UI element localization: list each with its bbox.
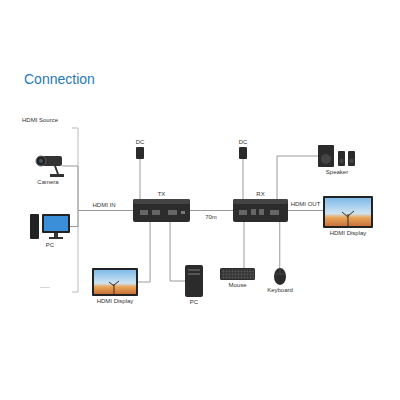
device-label: PC	[190, 299, 198, 305]
mouse-icon	[275, 269, 286, 275]
display-icon	[325, 198, 371, 226]
pc-tower-icon	[188, 273, 200, 275]
camera-icon	[50, 174, 64, 177]
device-label: DC	[239, 139, 248, 145]
cable-line	[62, 166, 133, 211]
keyboard-icon	[220, 268, 255, 280]
device-label: Mouse	[228, 282, 246, 288]
pc-tower-icon	[185, 265, 203, 297]
speaker-icon	[348, 151, 355, 166]
power-adapter	[136, 147, 247, 159]
cable-line	[288, 210, 323, 211]
pc-icon	[42, 214, 70, 233]
transmitter-box	[133, 199, 190, 204]
display-icon	[323, 196, 373, 228]
diagram-title: Connection	[24, 72, 95, 86]
device-label: TX	[158, 191, 166, 197]
pc-icon	[49, 237, 63, 239]
power-adapter: DC	[239, 147, 247, 159]
pc-tower-icon	[188, 269, 200, 271]
transmitter-box	[133, 199, 190, 222]
device-label: HDMI Display	[97, 298, 134, 304]
speaker-icon	[339, 159, 343, 163]
receiver-box	[239, 210, 247, 215]
receiver-box	[270, 210, 279, 215]
group-label: ......	[40, 283, 50, 289]
keyboard-icon	[221, 269, 254, 279]
camera-icon	[55, 166, 58, 174]
speaker-icon	[318, 145, 355, 167]
display-device: HDMI Display	[323, 196, 373, 228]
speaker-icon	[318, 145, 334, 167]
receiver: RX	[233, 199, 288, 222]
keyboard-icon	[220, 268, 255, 280]
receiver-box	[233, 199, 288, 222]
receiver-box	[251, 209, 256, 215]
device-label: Keyboard	[267, 287, 293, 293]
power-adapter: DC	[136, 147, 144, 159]
pc-icon	[30, 214, 70, 239]
camera-icon	[36, 156, 64, 177]
mouse-icon	[274, 268, 286, 285]
transmitter-box	[140, 210, 148, 215]
transmitter-box	[181, 211, 185, 214]
speaker-icon	[349, 159, 353, 163]
speaker-icon	[321, 154, 331, 164]
pc-device: PC	[185, 265, 203, 297]
display-icon	[94, 270, 136, 294]
transmitter-box	[152, 210, 160, 215]
camera-icon	[36, 156, 46, 166]
cable-label: HDMI OUT	[290, 201, 322, 207]
display-icon	[92, 268, 138, 296]
device-label: PC	[46, 242, 54, 248]
group-label: HDMI Source	[22, 117, 58, 123]
pc-icon	[44, 216, 68, 231]
display-icon	[92, 268, 138, 296]
pc-device: PC	[30, 213, 70, 240]
cable-line	[190, 210, 233, 211]
device-label: DC	[136, 139, 145, 145]
receiver-box	[259, 209, 264, 215]
display-device: HDMI Display	[92, 268, 138, 296]
device-label: RX	[256, 191, 264, 197]
cable-line	[138, 222, 150, 282]
input-device: Mouse	[220, 268, 255, 280]
receiver-box	[233, 199, 288, 222]
power-adapter	[239, 147, 247, 159]
device-label: Camera	[37, 179, 58, 185]
cable-label: 70m	[204, 214, 218, 220]
speaker-icon	[338, 151, 345, 166]
transmitter: TX	[133, 199, 190, 222]
input-device: Keyboard	[274, 268, 286, 285]
device-label: HDMI Display	[330, 230, 367, 236]
pc-icon	[30, 214, 39, 239]
power-adapter	[136, 147, 144, 159]
transmitter-box	[168, 210, 177, 215]
cable-line	[140, 159, 141, 199]
pc-icon	[54, 233, 58, 237]
device-label: Speaker	[326, 169, 348, 175]
pc-tower-icon	[185, 265, 203, 297]
camera-device: Camera	[34, 155, 62, 177]
source-bracket	[72, 128, 78, 292]
cable-line	[277, 156, 318, 199]
display-icon	[342, 211, 354, 226]
receiver-box	[233, 199, 288, 204]
cable-label: HDMI IN	[92, 202, 117, 208]
cable-line	[170, 222, 185, 281]
mouse-icon	[274, 268, 286, 285]
cable-line	[279, 222, 280, 268]
speaker-device: Speaker	[318, 145, 356, 167]
cable-line	[243, 159, 244, 199]
transmitter-box	[133, 199, 190, 222]
cable-line	[70, 211, 133, 227]
display-icon	[109, 281, 119, 294]
display-icon	[323, 196, 373, 228]
camera-icon	[39, 159, 43, 163]
source-bracket	[72, 128, 78, 292]
cable-line	[244, 222, 245, 268]
